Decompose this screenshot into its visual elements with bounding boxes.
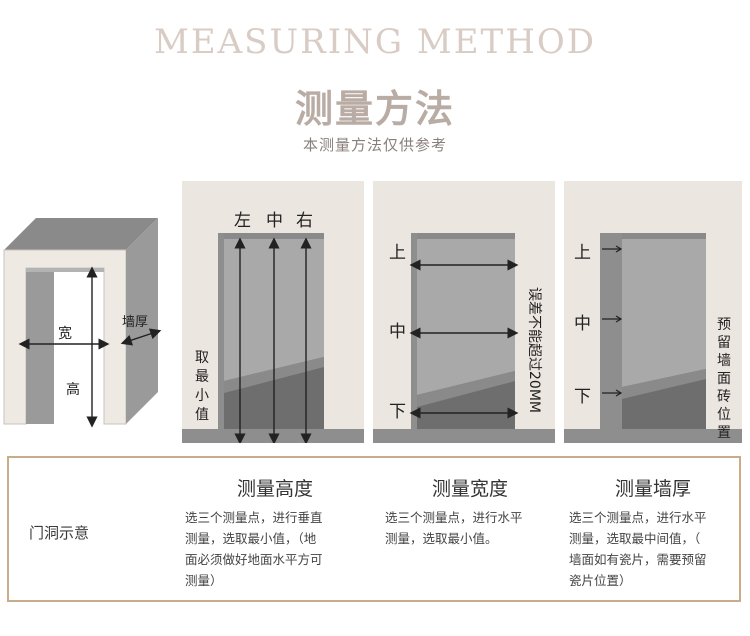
side-note-char: 面: [717, 371, 731, 387]
frame-side-face: [126, 218, 158, 424]
side-note-char: 值: [195, 407, 209, 423]
subtitle: 本测量方法仅供参考: [302, 136, 447, 154]
side-note-char: 位: [717, 407, 731, 423]
wall-thickness-label: 墙厚: [122, 315, 148, 330]
width-title: 测量宽度: [431, 478, 508, 500]
title-chinese: 测量方法: [294, 86, 455, 131]
width-measure-diagram: 上 中 下 误差不能超过20MM: [373, 181, 555, 443]
side-note-char: 小: [195, 388, 209, 404]
height-label: 高: [66, 381, 80, 398]
title-english: MEASURING METHOD: [154, 22, 596, 62]
body-line: 面必须做好地面水平方可: [185, 552, 323, 567]
label-left: 左: [234, 211, 251, 231]
jamb-depth: [600, 233, 622, 443]
floor: [182, 429, 364, 443]
width-body: 选三个测量点，进行水平 测量，选取最小值。: [385, 507, 555, 549]
body-line: 测量）: [185, 573, 223, 588]
wall-thickness-arrow: [120, 328, 162, 346]
label-right: 右: [296, 211, 313, 231]
side-note-char: 取: [195, 350, 209, 366]
width-label: 宽: [58, 325, 72, 342]
body-line: 选三个测量点，进行水平: [385, 510, 523, 525]
height-body: 选三个测量点，进行垂直 测量，选取最小值，（地 面必须做好地面水平方可 测量）: [185, 507, 365, 591]
door-opening-caption: 门洞示意: [29, 524, 90, 542]
width-instructions: 测量宽度 选三个测量点，进行水平 测量，选取最小值。: [385, 474, 555, 549]
wall-measure-diagram: 上 中 下 预 留 墙 面 砖 位 置: [564, 181, 742, 443]
body-line: 瓷片位置）: [569, 573, 632, 588]
frame-inner-jamb: [26, 268, 54, 424]
body-line: 测量，选取最小值，（地: [185, 531, 317, 546]
label-top: 上: [389, 243, 406, 263]
body-line: 测量，选取最中间值，（: [569, 531, 701, 546]
side-note-char: 砖: [717, 389, 731, 405]
height-title: 测量高度: [236, 478, 313, 500]
label-top: 上: [574, 243, 591, 263]
body-line: 测量，选取最小值。: [385, 531, 498, 546]
tolerance-note: 误差不能超过20MM: [526, 287, 542, 413]
wall-body: 选三个测量点，进行水平 测量，选取最中间值，（ 墙面如有瓷片，需要预留 瓷片位置…: [569, 507, 737, 591]
height-measure-diagram: 左 中 右 取 最 小 值: [182, 181, 364, 443]
label-middle: 中: [266, 211, 283, 231]
frame-top-face: [4, 218, 158, 250]
floor: [564, 429, 742, 443]
instruction-box: 门洞示意 测量高度 选三个测量点，进行垂直 测量，选取最小值，（地 面必须做好地…: [7, 456, 741, 602]
floor: [373, 429, 555, 443]
label-middle: 中: [574, 314, 591, 334]
side-note-char: 预: [717, 317, 731, 333]
body-line: 墙面如有瓷片，需要预留: [569, 552, 707, 567]
body-line: 选三个测量点，进行垂直: [185, 510, 323, 525]
side-note-char: 最: [195, 369, 209, 385]
height-instructions: 测量高度 选三个测量点，进行垂直 测量，选取最小值，（地 面必须做好地面水平方可…: [185, 474, 365, 591]
label-bottom: 下: [389, 402, 406, 422]
door-frame-diagram: 宽 高 墙厚: [3, 218, 162, 428]
label-bottom: 下: [574, 387, 591, 407]
wall-title: 测量墙厚: [614, 478, 691, 500]
body-line: 选三个测量点，进行水平: [569, 510, 707, 525]
label-middle: 中: [389, 322, 406, 342]
side-note-char: 置: [717, 425, 731, 441]
wall-instructions: 测量墙厚 选三个测量点，进行水平 测量，选取最中间值，（ 墙面如有瓷片，需要预留…: [569, 474, 737, 591]
side-note-char: 墙: [717, 353, 731, 369]
side-note-char: 留: [717, 335, 731, 351]
